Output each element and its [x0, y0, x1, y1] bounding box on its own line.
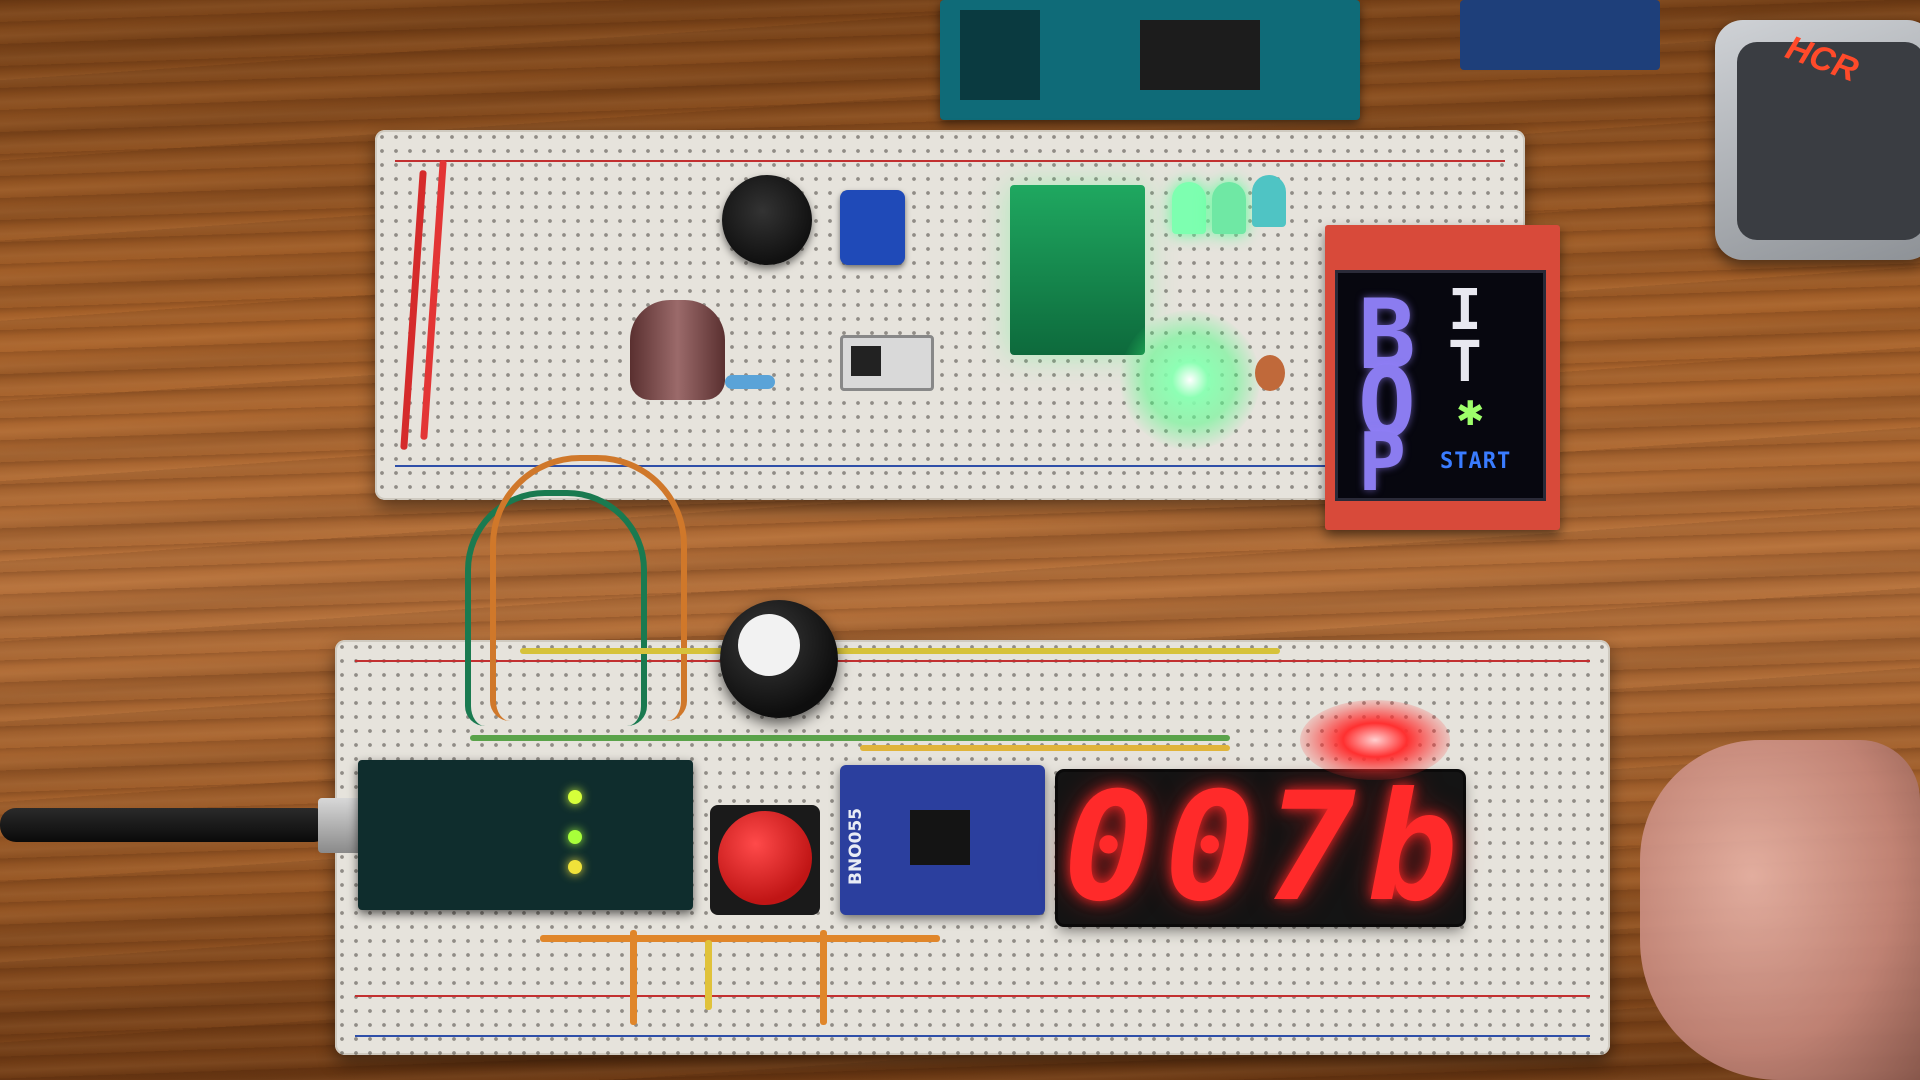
yellow-jumper-wire [520, 648, 1280, 654]
bop-letter: O [1358, 347, 1416, 459]
photoresistor [1255, 355, 1285, 391]
it-letter: I [1448, 278, 1482, 343]
bno055-imu-board: BNO055 [840, 765, 1045, 915]
microcontroller-board [358, 760, 693, 910]
sparkle-icon: ✱ [1456, 395, 1485, 433]
hcr-case: HCR [1715, 20, 1920, 260]
score-digit: b [1367, 761, 1458, 935]
orange-jumper-wire [630, 930, 637, 1025]
arduino-uno-board [940, 0, 1360, 120]
yellow-jumper-wire [705, 940, 712, 1010]
green-jumper-wire [470, 735, 1230, 741]
resistor [725, 375, 775, 389]
score-digit: 0 [1164, 761, 1256, 935]
status-led [568, 860, 582, 874]
electrolytic-capacitor [630, 300, 725, 400]
seven-segment-display: 0 0 7 b [1058, 772, 1463, 924]
green-relay-module [1010, 185, 1145, 355]
orange-wire-loop [490, 455, 687, 721]
score-digit: 7 [1265, 761, 1357, 935]
bright-green-led [1120, 310, 1260, 450]
orange-jumper-wire [820, 930, 827, 1025]
red-led [1300, 700, 1450, 780]
piezo-buzzer [722, 175, 812, 265]
imu-chip-label: BNO055 [846, 807, 866, 885]
blue-trim-potentiometer [840, 190, 905, 265]
green-led [1212, 182, 1246, 234]
tft-screen: B O P I T ✱ START [1335, 270, 1546, 501]
orange-jumper-wire [540, 935, 940, 942]
bop-letter: B [1358, 279, 1416, 391]
status-led [568, 830, 582, 844]
red-push-button [710, 805, 820, 915]
bop-letter: P [1358, 416, 1407, 501]
yellow-jumper-wire [860, 745, 1230, 751]
status-led [568, 790, 582, 804]
usb-blue-board [1460, 0, 1660, 70]
it-letter: T [1448, 330, 1482, 395]
score-digit: 0 [1063, 761, 1154, 935]
start-label: START [1440, 449, 1512, 474]
green-led [1172, 182, 1206, 234]
hand [1640, 740, 1920, 1080]
usb-cable [0, 808, 330, 842]
slide-switch [840, 335, 934, 391]
tft-display-module: B O P I T ✱ START [1325, 225, 1560, 530]
rotary-knob [720, 600, 838, 718]
teal-led [1252, 175, 1286, 227]
